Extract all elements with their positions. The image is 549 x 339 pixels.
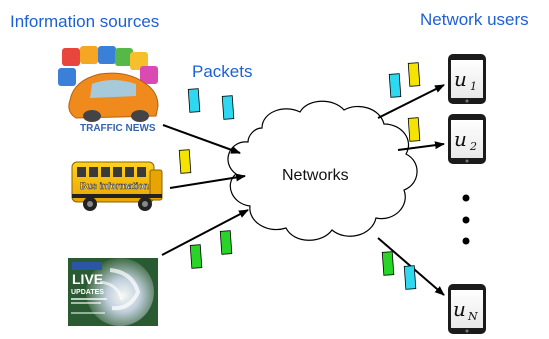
packet-cyan-3 (388, 73, 402, 98)
network-users-title: Network users (420, 10, 529, 29)
un-label: u (453, 297, 466, 321)
bus-information-text: Bus information (80, 181, 149, 191)
packet-cyan-2 (221, 95, 235, 120)
networks-cloud: Networks (227, 100, 418, 241)
packet-green-1 (189, 244, 203, 269)
packet-yellow-1 (178, 149, 192, 174)
bus-icon: Bus information (71, 161, 163, 211)
u1-subscript: 1 (470, 80, 477, 93)
packets-label: Packets (192, 62, 252, 81)
packet-cyan-1 (187, 88, 201, 113)
arrow-weather-to-network (161, 209, 249, 256)
arrow-network-to-u1 (377, 84, 445, 119)
arrow-bus-to-network (169, 173, 246, 189)
packet-yellow-3 (407, 117, 421, 142)
vertical-ellipsis-icon (462, 194, 470, 245)
information-sources-title: Information sources (10, 12, 159, 31)
u2-label: u (454, 127, 467, 151)
u1-label: u (454, 67, 467, 91)
u2-subscript: 2 (469, 140, 477, 153)
phone-u2: u 2 (448, 114, 486, 164)
arrow-network-to-u2 (397, 141, 445, 151)
phone-un: u N (448, 284, 486, 334)
traffic-news-icon: TRAFFIC NEWS (58, 46, 159, 134)
packet-green-2 (219, 230, 233, 255)
packet-yellow-2 (407, 62, 421, 87)
traffic-news-text: TRAFFIC NEWS (80, 123, 156, 134)
packet-green-3 (381, 251, 395, 276)
live-weather-icon: LIVE UPDATES (68, 258, 158, 326)
packet-cyan-4 (403, 265, 417, 290)
networks-label: Networks (282, 167, 349, 184)
updates-text: UPDATES (71, 289, 104, 296)
live-text: LIVE (72, 271, 103, 287)
phone-u1: u 1 (448, 54, 486, 104)
arrow-traffic-to-network (162, 124, 241, 154)
un-subscript: N (467, 310, 478, 323)
